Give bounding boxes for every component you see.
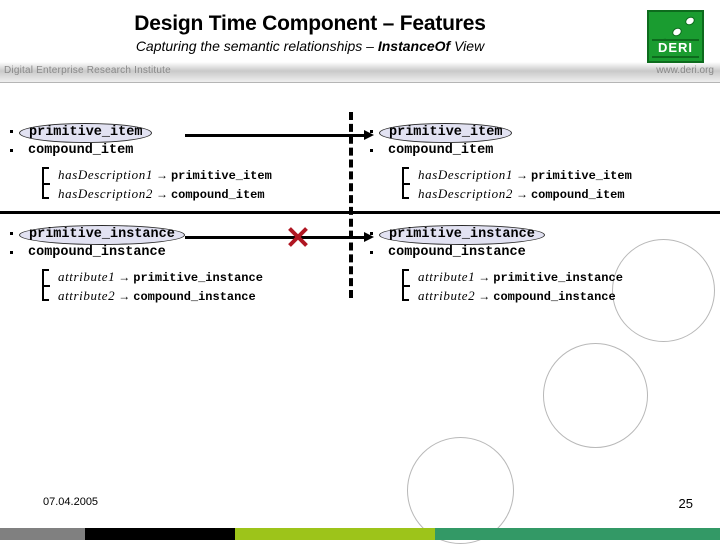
list-item: primitive_instance (0, 225, 350, 245)
subtitle-suffix: View (450, 38, 485, 54)
property-target: compound_item (530, 188, 625, 202)
panel-bottom-right: primitive_instance compound_instance att… (360, 225, 720, 305)
title-block: Design Time Component – Features Capturi… (0, 11, 620, 56)
panel-top-left: primitive_item compound_item hasDescript… (0, 123, 350, 203)
arrow-icon: → (478, 289, 491, 303)
list-item: attribute2→compound_instance (404, 286, 720, 305)
property-name: hasDescription2 (58, 186, 153, 201)
list-item: attribute1→primitive_instance (44, 267, 350, 286)
slide-header: Design Time Component – Features Capturi… (0, 0, 720, 60)
decorative-circle (543, 343, 648, 448)
bullet-icon (10, 130, 13, 133)
list-item: attribute2→compound_instance (44, 286, 350, 305)
tree-bracket-icon (402, 167, 410, 199)
sub-item-group: hasDescription1→primitive_item hasDescri… (0, 165, 350, 203)
mapping-arrow-blocked (185, 232, 374, 242)
list-item: primitive_item (0, 123, 350, 143)
concept-compound-instance: compound_instance (28, 245, 166, 260)
list-item: hasDescription1→primitive_item (404, 165, 720, 184)
property-target: primitive_instance (133, 271, 263, 285)
footer-bar-segment-black (85, 528, 235, 540)
list-item: compound_item (0, 143, 350, 162)
concept-compound-item: compound_item (388, 143, 494, 158)
footer-bar-segment-gray (0, 528, 85, 540)
property-target: compound_instance (493, 290, 616, 304)
decorative-circle (612, 239, 715, 342)
page-title: Design Time Component – Features (134, 12, 486, 35)
subtitle-emphasis: InstanceOf (377, 38, 451, 54)
bullet-icon (10, 251, 13, 254)
list-item: primitive_item (360, 123, 720, 143)
concept-primitive-instance: primitive_instance (379, 225, 545, 245)
institute-band: Digital Enterprise Research Institute ww… (0, 62, 720, 83)
property-target: compound_instance (133, 290, 256, 304)
panel-bottom-left: primitive_instance compound_instance att… (0, 225, 350, 305)
page-number: 25 (678, 496, 693, 511)
property-name: hasDescription1 (418, 167, 513, 182)
property-name: hasDescription2 (418, 186, 513, 201)
concept-primitive-item: primitive_item (19, 123, 153, 143)
logo-dot-icon (670, 26, 684, 38)
property-target: primitive_item (170, 169, 272, 183)
list-item: hasDescription1→primitive_item (44, 165, 350, 184)
tree-bracket-icon (402, 269, 410, 301)
property-target: primitive_instance (493, 271, 623, 285)
concept-primitive-instance: primitive_instance (19, 225, 185, 245)
arrow-icon: → (155, 168, 168, 182)
list-item: compound_item (360, 143, 720, 162)
list-item: compound_instance (0, 245, 350, 264)
tree-bracket-icon (42, 269, 50, 301)
vertical-dashed-divider (349, 112, 353, 298)
list-item: hasDescription2→compound_item (404, 184, 720, 203)
arrow-icon: → (155, 187, 168, 201)
mapping-arrow-allowed (185, 130, 374, 140)
arrow-icon: → (118, 289, 131, 303)
panel-top-right: primitive_item compound_item hasDescript… (360, 123, 720, 203)
sub-item-group: attribute1→primitive_instance attribute2… (360, 267, 720, 305)
concept-compound-item: compound_item (28, 143, 134, 158)
sub-item-group: attribute1→primitive_instance attribute2… (0, 267, 350, 305)
footer-color-bar (0, 528, 720, 540)
deri-wordmark: DERI (652, 39, 699, 58)
list-item: compound_instance (360, 245, 720, 264)
subtitle-prefix: Capturing the semantic relationships – (135, 38, 378, 54)
concept-primitive-item: primitive_item (379, 123, 513, 143)
list-item: primitive_instance (360, 225, 720, 245)
deri-url: www.deri.org (656, 65, 714, 76)
logo-dot-icon (683, 15, 697, 27)
arrowhead-icon (364, 232, 374, 242)
arrow-icon: → (118, 270, 131, 284)
sub-item-group: hasDescription1→primitive_item hasDescri… (360, 165, 720, 203)
arrowhead-icon (364, 130, 374, 140)
list-item: attribute1→primitive_instance (404, 267, 720, 286)
footer-bar-segment-green (435, 528, 720, 540)
bullet-icon (370, 251, 373, 254)
property-name: attribute1 (418, 269, 476, 284)
arrow-icon: → (515, 168, 528, 182)
institute-name: Digital Enterprise Research Institute (4, 65, 171, 76)
deri-logo: DERI (647, 10, 704, 63)
footer-date: 07.04.2005 (43, 496, 99, 508)
arrow-icon: → (478, 270, 491, 284)
property-target: compound_item (170, 188, 265, 202)
page-subtitle: Capturing the semantic relationships – I… (0, 37, 620, 56)
bullet-icon (10, 232, 13, 235)
bullet-icon (370, 149, 373, 152)
list-item: hasDescription2→compound_item (44, 184, 350, 203)
property-name: attribute2 (418, 288, 476, 303)
property-name: attribute2 (58, 288, 116, 303)
concept-compound-instance: compound_instance (388, 245, 526, 260)
blocked-cross-icon (286, 225, 310, 249)
horizontal-separator (0, 211, 720, 214)
footer-bar-segment-lime (235, 528, 435, 540)
arrow-icon: → (515, 187, 528, 201)
tree-bracket-icon (42, 167, 50, 199)
property-name: hasDescription1 (58, 167, 153, 182)
property-name: attribute1 (58, 269, 116, 284)
bullet-icon (10, 149, 13, 152)
property-target: primitive_item (530, 169, 632, 183)
